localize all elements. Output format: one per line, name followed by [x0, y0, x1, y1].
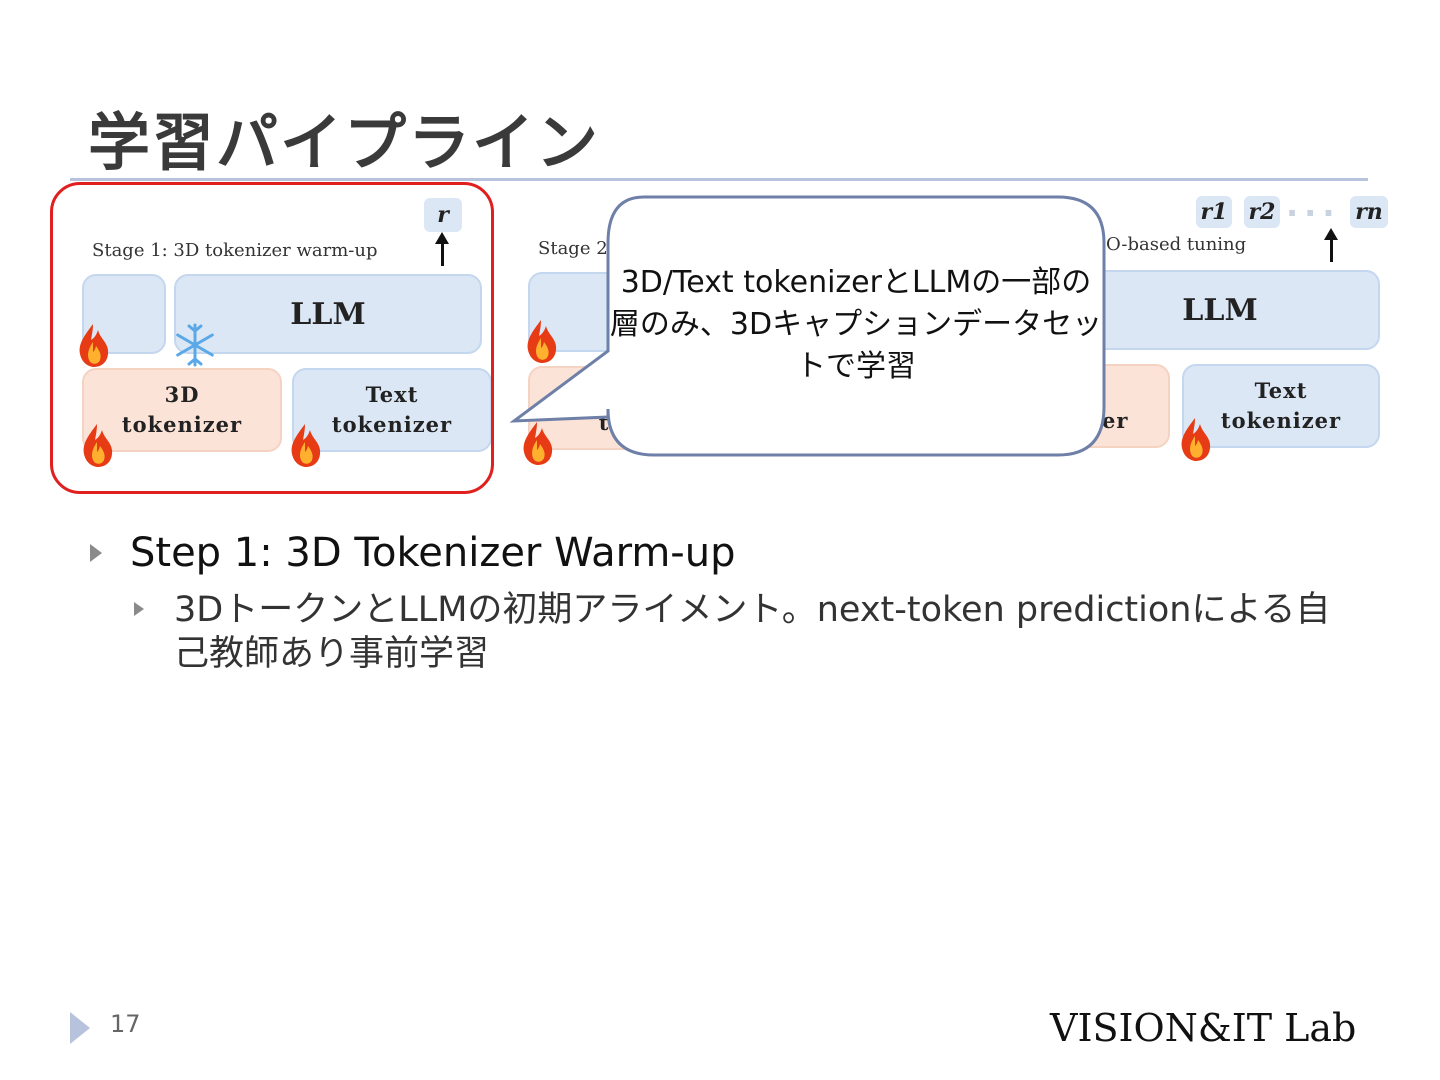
- flame-icon: [291, 424, 321, 467]
- stage1-output-token: r: [424, 198, 462, 232]
- stage1-label: Stage 1: 3D tokenizer warm-up: [92, 240, 378, 261]
- stage3-label: O-based tuning: [1106, 234, 1247, 255]
- stage3-output-token-1-text: r1: [1200, 199, 1228, 225]
- stage3-output-token-2-text: r2: [1248, 199, 1276, 225]
- callout-text: 3D/Text tokenizerとLLMの一部の層のみ、3Dキャプションデータ…: [609, 265, 1103, 384]
- stage2-label: Stage 2:: [538, 238, 614, 259]
- stage3-text-tokenizer-label: Text tokenizer: [1220, 378, 1342, 433]
- stage3-text-tokenizer-box: Text tokenizer: [1182, 364, 1380, 448]
- stage1-3d-tokenizer-box: 3D tokenizer: [82, 368, 282, 452]
- flame-icon: [79, 324, 109, 367]
- bullet-step1-detail: 3DトークンとLLMの初期アライメント。next-token predictio…: [174, 590, 1331, 674]
- title-underline: [70, 178, 1368, 181]
- stage3-output-token-n: rn: [1350, 196, 1388, 228]
- flame-icon: [83, 424, 113, 467]
- stage3-output-token-n-text: rn: [1355, 199, 1383, 225]
- flame-icon: [523, 422, 553, 465]
- slide-title: 学習パイプライン: [88, 106, 601, 179]
- bullet-marker: [90, 544, 102, 562]
- stage3-3d-tokenizer-label: er: [1102, 408, 1129, 433]
- stage3-arrow: [1324, 228, 1338, 262]
- page-number: 17: [110, 1010, 141, 1038]
- flame-icon: [1181, 418, 1211, 461]
- stage1-3d-tokenizer-label: 3D tokenizer: [121, 382, 243, 437]
- stage1-text-tokenizer-label: Text tokenizer: [331, 382, 453, 437]
- snowflake-icon: [176, 323, 214, 367]
- stage1-arrow: [435, 232, 449, 266]
- callout-bubble: [510, 195, 1106, 457]
- stage1-highlight-frame: [50, 182, 494, 494]
- stage1-llm-box: LLM: [174, 274, 482, 354]
- stage1-llm-label: LLM: [290, 296, 366, 332]
- stage3-llm-box: LLM: [1060, 270, 1380, 350]
- sub-bullet-marker: [134, 602, 144, 616]
- footer-marker: [70, 1012, 90, 1044]
- stage3-output-token-2: r2: [1244, 196, 1280, 228]
- stage1-text-tokenizer-box: Text tokenizer: [292, 368, 492, 452]
- stage3-llm-label: LLM: [1182, 292, 1258, 328]
- lab-logo: VISION&IT Lab: [1050, 1006, 1357, 1050]
- bullet-step1: Step 1: 3D Tokenizer Warm-up: [130, 530, 736, 576]
- flame-icon: [527, 320, 557, 363]
- stage3-output-token-1: r1: [1196, 196, 1232, 228]
- ellipsis-dots: ···: [1286, 194, 1341, 232]
- stage1-output-token-text: r: [437, 202, 449, 228]
